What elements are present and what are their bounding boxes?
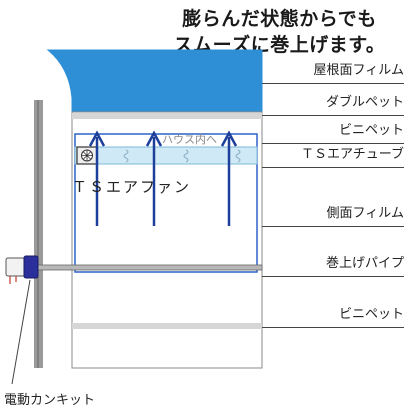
tube-direction-text: ハウス内へ bbox=[162, 133, 217, 146]
headline-line-1: 膨らんだ状態からでも bbox=[182, 8, 377, 30]
ts-air-tube bbox=[74, 146, 258, 165]
leader-vinyl-pet-top bbox=[262, 143, 404, 144]
roof-film bbox=[46, 49, 263, 113]
label-side-film: 側面フィルム bbox=[326, 206, 404, 221]
double-pet-band bbox=[72, 113, 262, 119]
leader-double-pet bbox=[262, 115, 404, 116]
label-ts-air-fan: ＴＳエアファン bbox=[72, 178, 192, 196]
label-rollup-pipe: 巻上げパイプ bbox=[325, 256, 404, 271]
ts-air-fan bbox=[76, 146, 98, 165]
leader-ts-air-tube bbox=[262, 167, 404, 168]
leader-rollup-pipe bbox=[262, 276, 404, 277]
leader-vinyl-pet-bottom bbox=[262, 327, 404, 328]
vinyl-pet-bottom-band bbox=[72, 323, 262, 329]
label-motor-kit: 電動カンキット bbox=[4, 393, 96, 408]
side-film bbox=[74, 133, 258, 273]
leader-roof-film bbox=[262, 83, 404, 84]
label-roof-film: 屋根面フィルム bbox=[313, 63, 404, 78]
label-vinyl-pet-top: ビニペット bbox=[338, 123, 404, 138]
label-ts-air-tube: ＴＳエアチューブ bbox=[301, 147, 404, 162]
airflow-arrows bbox=[88, 130, 238, 170]
motor-kit-icon bbox=[5, 255, 39, 284]
label-double-pet: ダブルペット bbox=[325, 95, 404, 110]
rollup-pipe bbox=[37, 264, 263, 271]
leader-side-film bbox=[262, 226, 404, 227]
label-vinyl-pet-bottom: ビニペット bbox=[338, 307, 404, 322]
